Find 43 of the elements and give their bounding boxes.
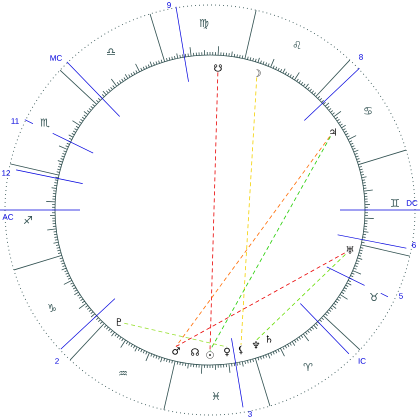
cusp-label: 5 <box>399 293 403 299</box>
zodiac-symbol: ♓ <box>212 392 220 400</box>
cusp-label: DC <box>406 200 418 206</box>
planet-symbol: ♃ <box>330 128 336 136</box>
zodiac-symbol: ♒ <box>119 370 127 376</box>
cusp-label: AC <box>2 214 14 220</box>
cusp-label: 11 <box>11 118 19 124</box>
cusp-label: 3 <box>248 411 252 417</box>
zodiac-symbol: ♌ <box>294 40 300 50</box>
planet-symbol: ☋ <box>214 64 222 72</box>
aspect-line <box>176 252 346 347</box>
planet-symbol: ♄ <box>266 335 272 343</box>
cusp-label: 8 <box>359 54 363 60</box>
cusp-label: 12 <box>2 170 10 176</box>
zodiac-symbol: ♈ <box>304 362 312 372</box>
planet-symbol: ☊ <box>191 348 199 356</box>
cusp-label: 6 <box>412 242 416 248</box>
zodiac-symbol: ♏ <box>40 118 50 128</box>
zodiac-symbol: ♋ <box>364 107 372 114</box>
planet-symbol: ☽ <box>256 69 261 77</box>
aspect-line <box>240 77 258 346</box>
cusp-label: IC <box>358 358 366 364</box>
planet-symbol: ♇ <box>116 318 122 326</box>
planet-symbol: ♅ <box>346 246 354 254</box>
zodiac-symbol: ♊ <box>391 198 399 208</box>
zodiac-symbol: ♍ <box>200 19 208 29</box>
zodiac-symbol: ♎ <box>107 48 115 55</box>
zodiac-symbol: ♉ <box>370 293 378 302</box>
planet-symbol: ☉ <box>206 351 214 359</box>
cusp-label: MC <box>50 55 62 61</box>
planet-symbol: ♂ <box>172 347 180 355</box>
aspect-line <box>256 254 346 341</box>
cusp-label: 2 <box>55 358 59 364</box>
aspect-line <box>210 136 331 351</box>
planet-symbol: ⚸ <box>238 346 243 354</box>
cusp-label: 9 <box>167 2 171 8</box>
planet-symbol: ♆ <box>252 341 260 349</box>
aspect-line <box>210 72 218 351</box>
zodiac-symbol: ♑ <box>48 304 56 312</box>
aspect-line <box>176 136 330 347</box>
aspect-line <box>124 322 228 348</box>
planet-symbol: ♀ <box>224 348 230 356</box>
zodiac-symbol: ♐ <box>24 216 32 224</box>
